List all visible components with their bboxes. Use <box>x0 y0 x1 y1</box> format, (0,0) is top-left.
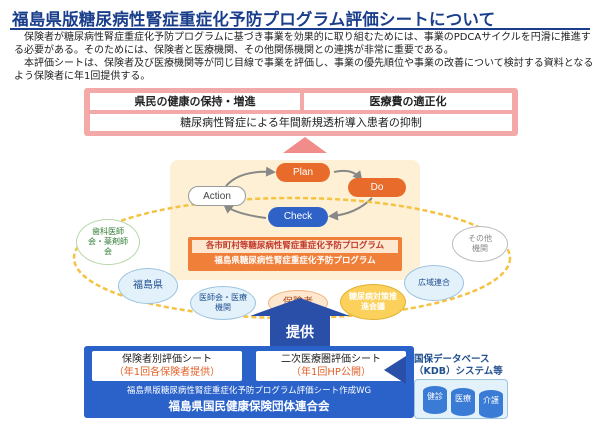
goal-health: 県民の健康の保持・増進 <box>90 93 300 110</box>
pdca-check: Check <box>268 207 328 227</box>
bubble-dental-pharma: 歯科医師会・薬剤師会 <box>76 219 140 265</box>
pdca-plan: Plan <box>276 163 330 182</box>
pdca-do: Do <box>348 178 406 197</box>
goal-medical-cost: 医療費の適正化 <box>304 93 512 110</box>
org-label: 福島県国民健康保険団体連合会 <box>168 399 330 413</box>
program-municipal: 各市町村等糖尿病性腎症重症化予防プログラム <box>192 240 398 253</box>
bubble-prefecture-label: 福島県 <box>133 280 163 291</box>
bubble-other-label: その他機関 <box>468 234 492 253</box>
bubble-medical-label: 医師会・医療機関 <box>199 293 247 312</box>
title-underline <box>10 28 590 30</box>
bubble-regional: 広域連合 <box>404 265 464 301</box>
db-checkup-label: 健診 <box>427 392 443 401</box>
kdb-box: 健診 医療 介護 <box>414 379 508 419</box>
up-arrow-icon <box>283 137 327 153</box>
goal-box: 県民の健康の保持・増進 医療費の適正化 糖尿病性腎症による年間新規透析導入患者の… <box>84 88 518 136</box>
provide-arrow-shaft <box>270 312 330 348</box>
left-arrow-icon <box>384 356 406 384</box>
bottom-bar: 保険者別評価シート （年1回各保険者提供） 二次医療圏評価シート （年1回HP公… <box>84 346 414 418</box>
intro-paragraph-1: 保険者が糖尿病性腎症重症化予防プログラムに基づき事業を効果的に取り組むためには、… <box>14 32 591 56</box>
sheet-secondary-note: （年1回HP公開） <box>291 367 371 378</box>
provide-label: 提供 <box>286 325 314 341</box>
db-medical-label: 医療 <box>455 394 471 403</box>
database-icon-checkup: 健診 <box>423 386 447 414</box>
page-title: 福島県版糖尿病性腎症重症化予防プログラム評価シートについて <box>12 10 496 29</box>
database-icon-care: 介護 <box>479 390 503 418</box>
bubble-regional-label: 広域連合 <box>418 278 450 287</box>
bubble-dental-pharma-label: 歯科医師会・薬剤師会 <box>88 227 128 256</box>
goal-dialysis: 糖尿病性腎症による年間新規透析導入患者の抑制 <box>90 114 512 131</box>
bubble-other: その他機関 <box>452 226 508 262</box>
database-icon-medical: 医療 <box>451 388 475 416</box>
bubble-prefecture: 福島県 <box>118 268 178 304</box>
sheet-secondary-title: 二次医療圏評価シート <box>281 354 381 365</box>
bubble-council: 糖尿病対策推進会議 <box>340 284 406 320</box>
wg-label: 福島県版糖尿病性腎症重症化予防プログラム評価シート作成WG <box>126 386 372 396</box>
kdb-label: 国保データベース（KDB）システム等 <box>414 354 503 377</box>
sheet-secondary: 二次医療圏評価シート （年1回HP公開） <box>256 351 406 381</box>
sheet-insurer-note: （年1回各保険者提供） <box>113 367 221 378</box>
program-box: 各市町村等糖尿病性腎症重症化予防プログラム 福島県糖尿病性腎症重症化予防プログラ… <box>188 237 402 271</box>
provide-arrow-head-icon <box>250 298 350 316</box>
bubble-council-label: 糖尿病対策推進会議 <box>349 292 397 311</box>
program-prefectural: 福島県糖尿病性腎症重症化予防プログラム <box>214 256 376 266</box>
sheet-insurer-title: 保険者別評価シート <box>122 354 212 365</box>
bubble-medical: 医師会・医療機関 <box>190 286 256 320</box>
intro-paragraph-2: 本評価シートは、保険者及び医療機関等が同じ目線で事業を評価し、事業の優先順位や事… <box>14 58 594 82</box>
pdca-action: Action <box>188 186 246 206</box>
sheet-insurer: 保険者別評価シート （年1回各保険者提供） <box>92 351 242 381</box>
db-care-label: 介護 <box>483 396 499 405</box>
intro-text: 保険者が糖尿病性腎症重症化予防プログラムに基づき事業を効果的に取り組むためには、… <box>14 31 594 83</box>
